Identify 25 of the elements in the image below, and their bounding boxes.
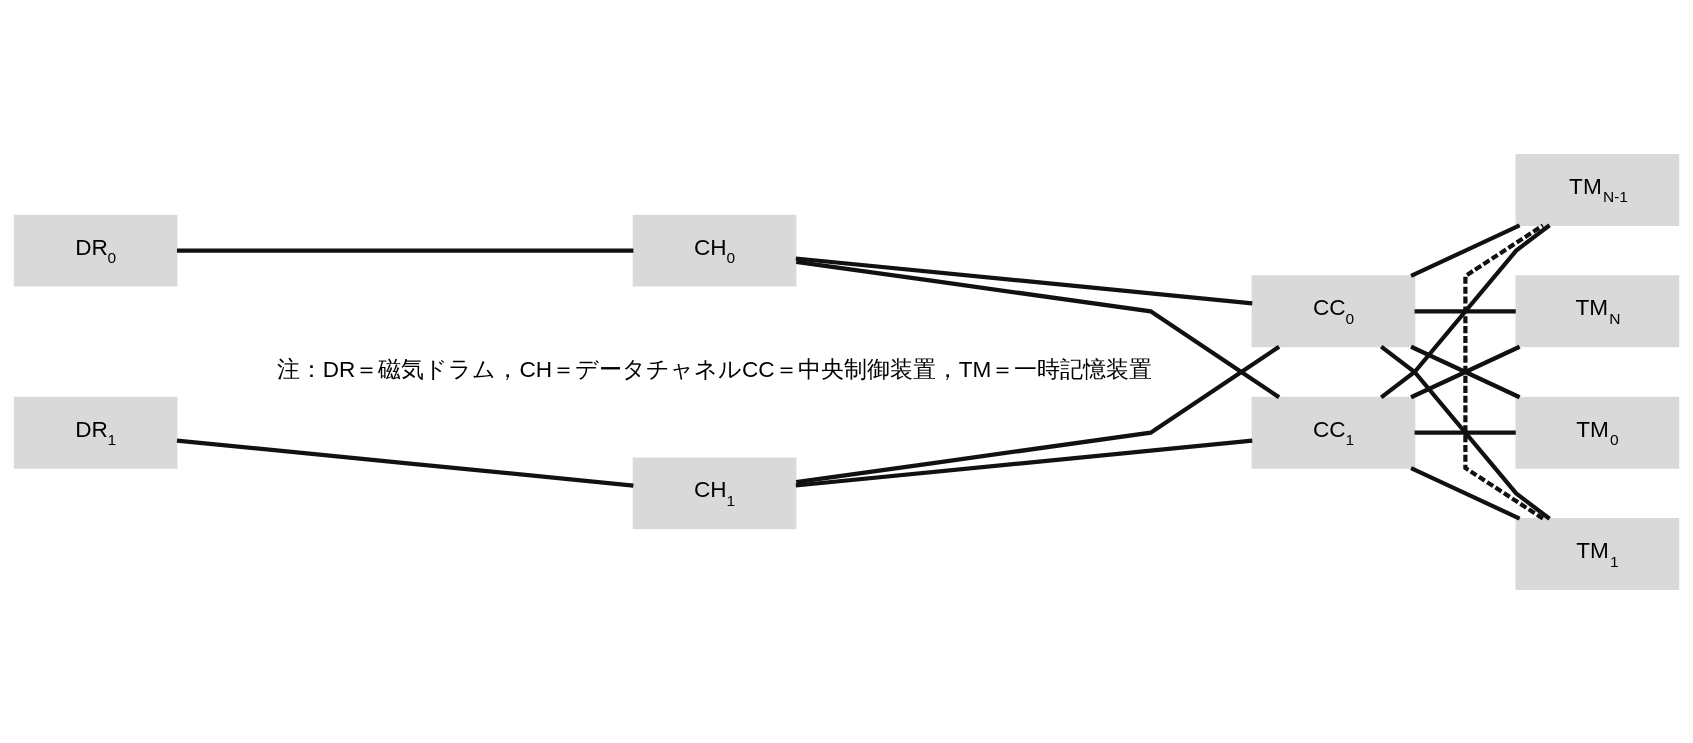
node-box: TM$_{N-1}$ xyxy=(1515,153,1680,226)
node-box: DR$_{1}$ xyxy=(13,396,178,469)
node-box: TM$_{0}$ xyxy=(1515,396,1680,469)
connector xyxy=(1379,344,1551,520)
connector xyxy=(1463,223,1545,520)
connector xyxy=(1410,344,1521,399)
connector xyxy=(1414,430,1516,435)
connector xyxy=(1410,223,1521,278)
connector xyxy=(176,248,634,253)
connector xyxy=(1410,465,1521,520)
connector xyxy=(1379,223,1551,399)
node-box: TM$_{1}$ xyxy=(1515,517,1680,590)
connector xyxy=(795,344,1281,484)
connector xyxy=(1414,308,1516,313)
connector xyxy=(795,259,1281,399)
node-box: CC$_{1}$ xyxy=(1251,396,1416,469)
connector xyxy=(176,437,634,488)
node-box: DR$_{0}$ xyxy=(13,214,178,287)
connector xyxy=(795,437,1253,488)
node-box: CH$_{1}$ xyxy=(632,456,797,529)
label: 注：DR＝磁気ドラム，CH＝データチャネルCC＝中央制御装置，TM＝一時記憶装置 xyxy=(276,356,1153,382)
connector xyxy=(795,255,1253,306)
node-box: CH$_{0}$ xyxy=(632,214,797,287)
node-box: TM$_{N}$ xyxy=(1515,274,1680,347)
node-box: CC$_{0}$ xyxy=(1251,274,1416,347)
